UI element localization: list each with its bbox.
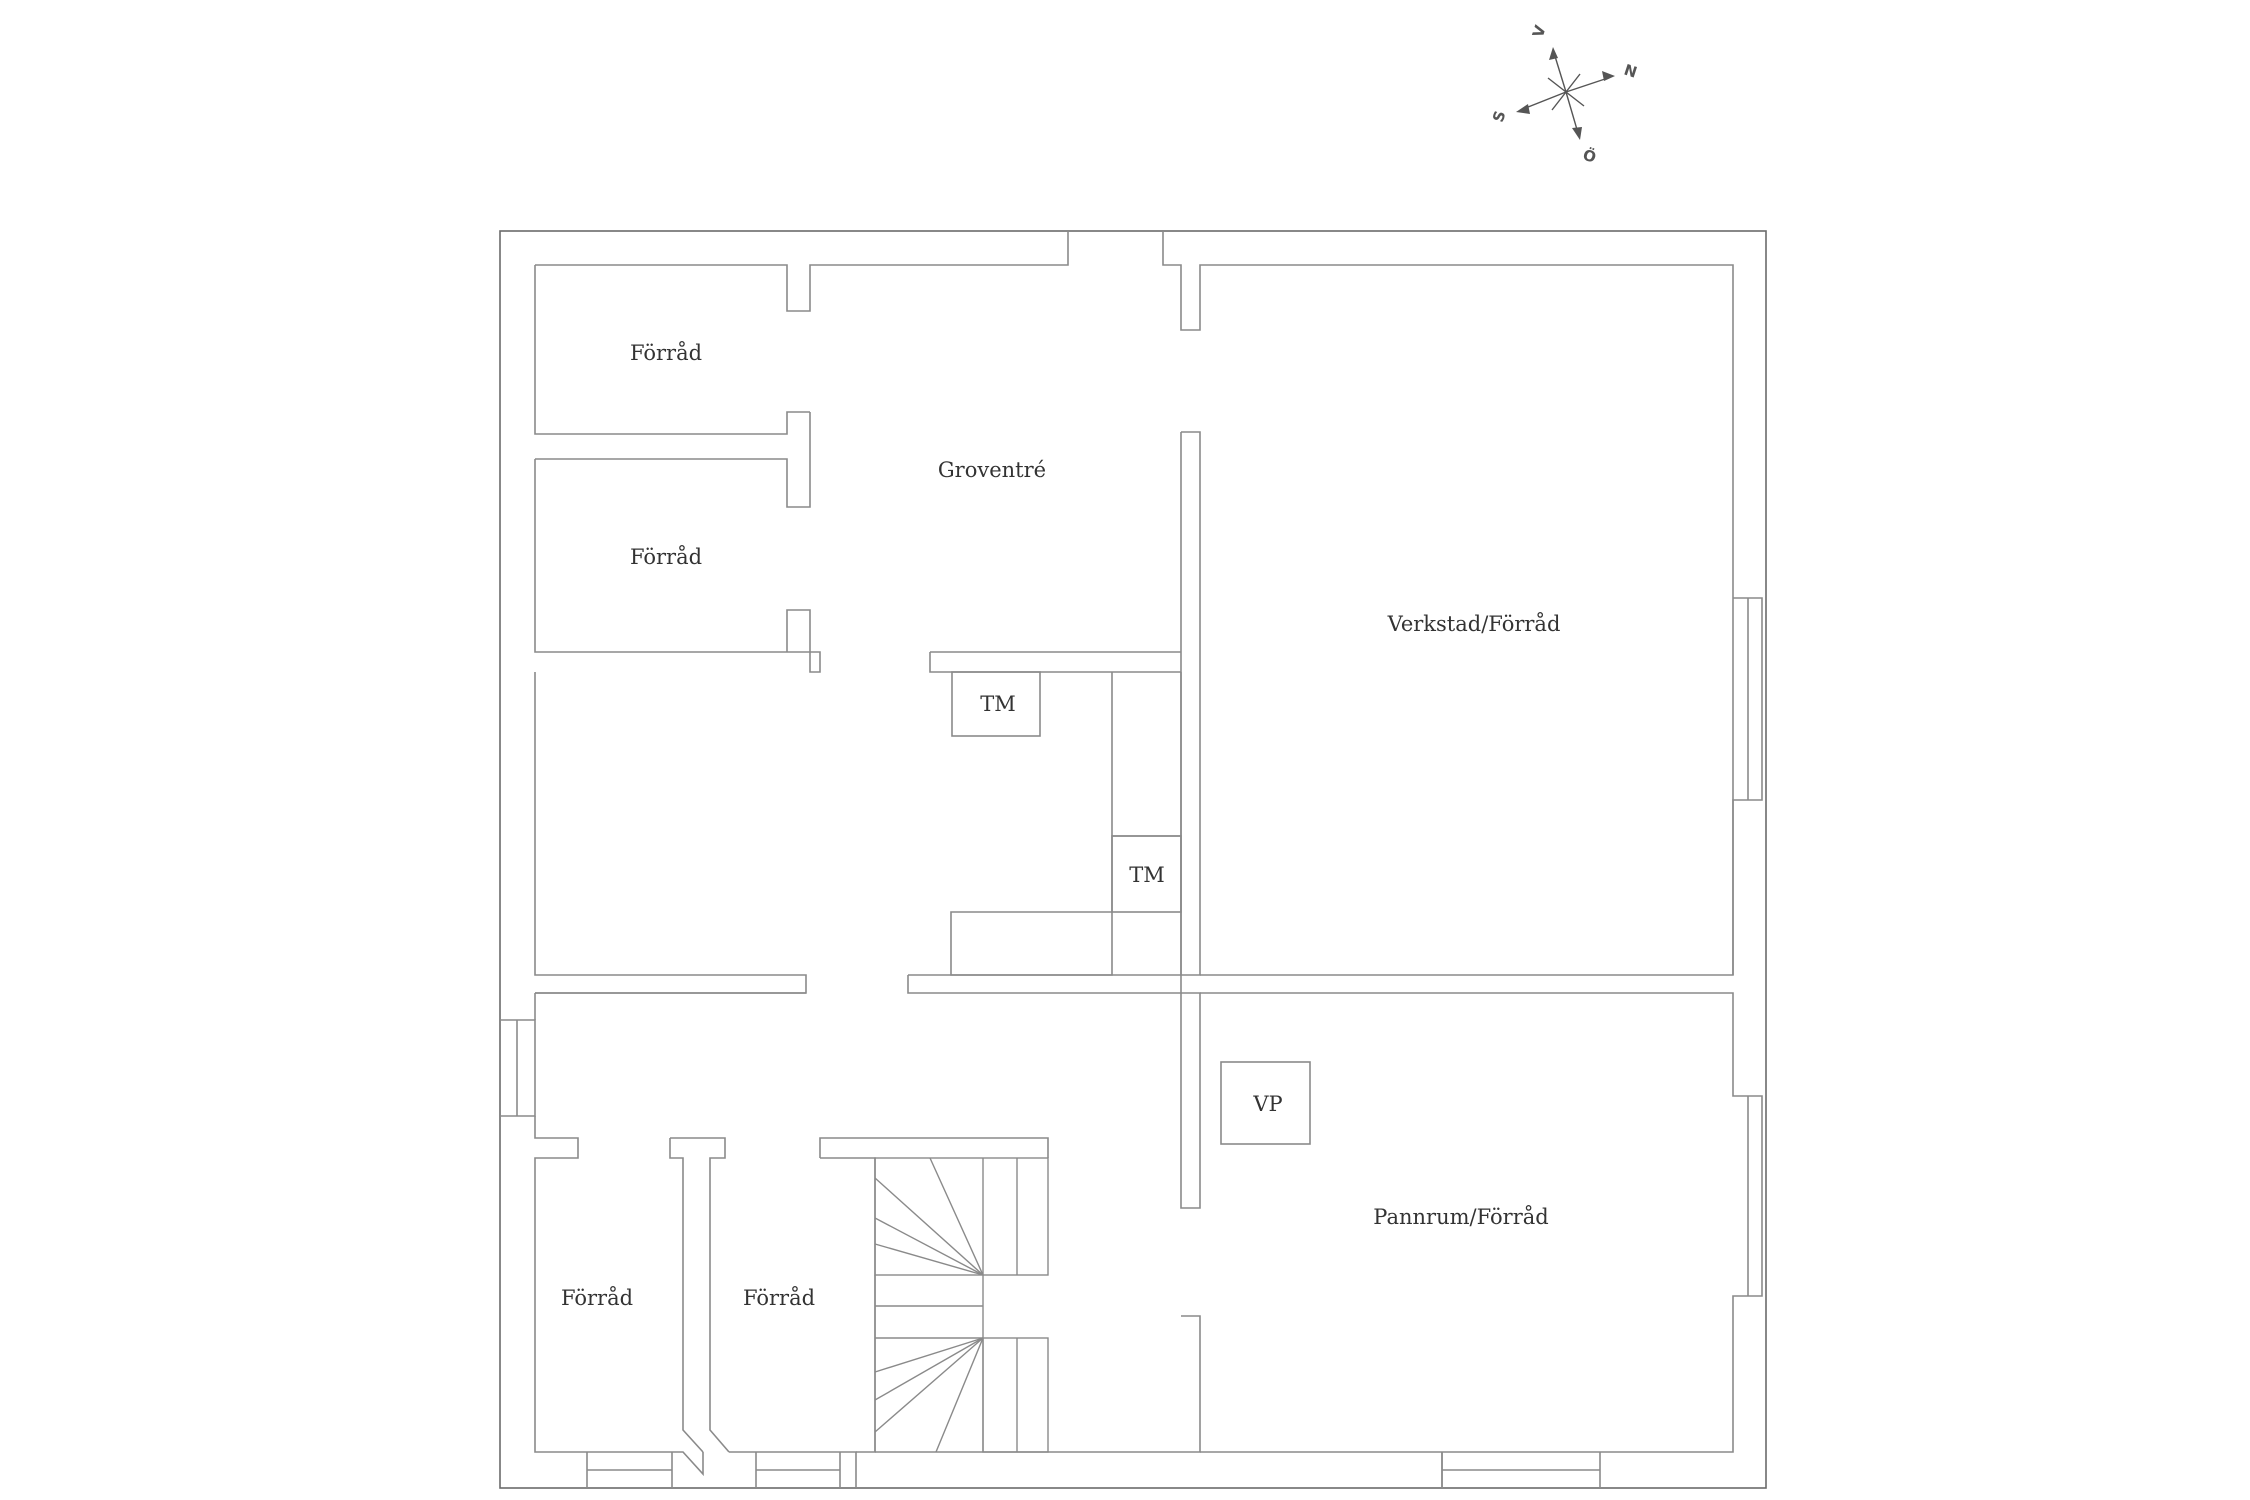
walls xyxy=(499,230,1767,1489)
middle-left-room xyxy=(534,672,807,994)
outer-wall xyxy=(499,230,1767,1489)
room-labels: Förråd Förråd Groventré Verkstad/Förråd … xyxy=(561,341,1560,1310)
compass-letter-v: V xyxy=(1529,23,1550,40)
forrad-2-walls xyxy=(535,412,811,508)
room-label-forrad-2: Förråd xyxy=(630,545,702,569)
fixture-label-tm-1: TM xyxy=(980,692,1016,716)
staircase xyxy=(874,1157,1049,1453)
room-label-forrad-3: Förråd xyxy=(561,1286,633,1310)
south-arrow-icon xyxy=(1572,127,1582,140)
stair-lower-block xyxy=(982,1337,1049,1453)
verkstad-window xyxy=(1732,597,1763,975)
fixture-labels: TM TM VP xyxy=(980,692,1282,1116)
west-arrow-icon xyxy=(1516,104,1530,114)
room-label-forrad-1: Förråd xyxy=(630,341,702,365)
forrad-3-right xyxy=(670,1137,730,1453)
forrad-1-walls xyxy=(534,265,810,435)
east-arrow-icon xyxy=(1602,71,1615,81)
stair-wall-top xyxy=(819,1137,1049,1158)
room-label-pannrum: Pannrum/Förråd xyxy=(1373,1205,1548,1229)
forrad-2-bottom xyxy=(534,459,821,673)
vp-box xyxy=(1220,1061,1311,1145)
compass-rays-icon xyxy=(1522,52,1609,134)
room-label-verkstad: Verkstad/Förråd xyxy=(1387,612,1561,636)
forrad-3-walls xyxy=(534,1116,704,1477)
compass-letter-s: S xyxy=(1489,109,1509,125)
room-label-groventre: Groventré xyxy=(938,458,1046,482)
central-wall-upper xyxy=(1180,431,1201,976)
top-wall-right xyxy=(1162,231,1734,598)
top-wall-left xyxy=(535,231,1069,312)
room-label-forrad-4: Förråd xyxy=(743,1286,815,1310)
central-wall-bottom xyxy=(1181,1315,1201,1453)
tm-closet xyxy=(950,672,1113,976)
verkstad-walls xyxy=(1200,598,1734,976)
mid-horizontal-wall xyxy=(907,974,1182,994)
north-arrow-icon xyxy=(1549,47,1558,60)
tm-2-box xyxy=(1111,835,1182,913)
fixture-label-vp: VP xyxy=(1252,1092,1282,1116)
tm-counter xyxy=(929,652,1181,673)
compass: V N S Ö xyxy=(1489,23,1639,167)
forrad-4-right xyxy=(820,1157,876,1453)
compass-letter-o: Ö xyxy=(1581,145,1599,167)
forrad-3-divider xyxy=(669,1138,704,1453)
stair-upper-block xyxy=(874,1157,1049,1276)
fixture-label-tm-2: TM xyxy=(1129,863,1165,887)
central-wall-lower xyxy=(1180,992,1201,1209)
compass-letter-n: N xyxy=(1622,61,1640,82)
tm-1-box xyxy=(951,671,1041,737)
pannrum-walls xyxy=(1200,992,1763,1453)
